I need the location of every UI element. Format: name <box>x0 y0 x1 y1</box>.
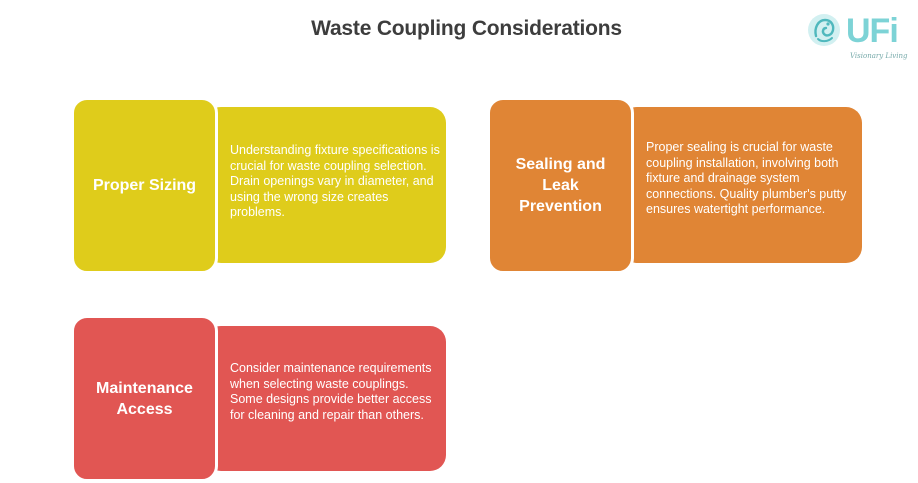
logo-wordmark: UFi <box>846 12 899 50</box>
card-description: Understanding fixture specifications is … <box>230 143 440 220</box>
brand-logo: UFi Visionary Living <box>804 10 908 66</box>
card-heading-panel: Proper Sizing <box>71 97 218 274</box>
card-heading-panel: Sealing and Leak Prevention <box>487 97 634 274</box>
card-description: Consider maintenance requirements when s… <box>230 361 432 422</box>
page-title: Waste Coupling Considerations <box>311 17 622 40</box>
card-heading-panel: Maintenance Access <box>71 315 218 482</box>
card-description: Proper sealing is crucial for waste coup… <box>646 140 847 217</box>
card-heading: Sealing and Leak Prevention <box>515 156 606 215</box>
card-description-panel <box>205 326 446 471</box>
card-description-panel <box>621 107 862 263</box>
card-heading: Proper Sizing <box>92 177 197 194</box>
card-description-panel <box>205 107 446 263</box>
ganesha-logo-icon <box>808 14 840 46</box>
logo-tagline: Visionary Living <box>850 52 908 60</box>
card-heading: Maintenance Access <box>96 379 193 418</box>
